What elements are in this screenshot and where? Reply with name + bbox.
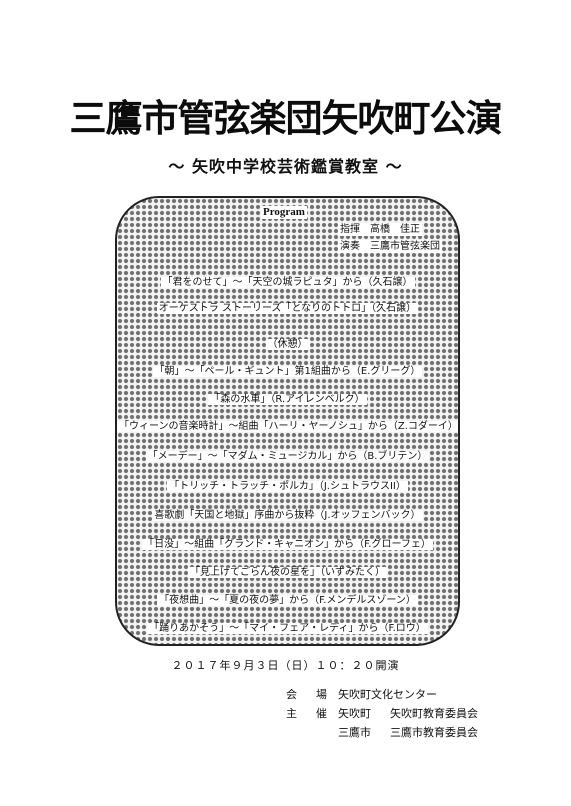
program-item: 「踊りあかそう」～「マイ・フェア・レディ」から（F.ロウ） bbox=[147, 623, 428, 634]
concert-datetime: ２０１７年９月３日（日）１０：２０開演 bbox=[171, 659, 400, 672]
info-label: 主 催 bbox=[286, 707, 331, 720]
info-value: 矢吹町文化センター bbox=[338, 688, 437, 701]
program-panel: Program 指揮 高橋 佳正 演奏 三鷹市管弦楽団 「君をのせて」～「天空の… bbox=[115, 196, 460, 646]
program-item: オーケストラ ストーリーズ「となりのトトロ」（久石譲） bbox=[156, 303, 419, 314]
intermission-label: （休憩） bbox=[265, 339, 310, 350]
performer-credit: 演奏 三鷹市管弦楽団 bbox=[338, 240, 442, 253]
info-value: 矢吹町教育委員会 bbox=[390, 707, 478, 720]
program-item: 「メーデー」～「マダム・ミュージカル」から（B.ブリテン） bbox=[145, 451, 430, 462]
venue-row: 会 場矢吹町文化センター bbox=[286, 688, 437, 702]
info-label: 会 場 bbox=[286, 688, 331, 701]
program-label: Program bbox=[261, 206, 307, 219]
info-value: 三鷹市教育委員会 bbox=[390, 726, 478, 739]
program-item: 「見上げてごらん夜の星を」（いずみたく） bbox=[188, 567, 387, 578]
concert-title: 三鷹市管弦楽団矢吹町公演 bbox=[69, 97, 503, 140]
program-item: 「日没」～組曲「グランド・キャニオン」から（F.グローフェ） bbox=[142, 539, 433, 550]
info-value: 矢吹町 bbox=[338, 707, 371, 720]
organizer-row: 主 催矢吹町 矢吹町教育委員会 bbox=[286, 707, 478, 721]
conductor-credit: 指揮 高橋 佳正 bbox=[338, 223, 422, 236]
program-item: 「森の水車」（R.アイレンベルク） bbox=[208, 394, 367, 405]
concert-subtitle: ～ 矢吹中学校芸術鑑賞教室 ～ bbox=[168, 157, 403, 176]
program-item: 「朝」～「ペール・ギュント」第1組曲から（E.グリーグ） bbox=[152, 366, 423, 377]
organizer-row-2: 三鷹市 三鷹市教育委員会 bbox=[286, 726, 478, 740]
program-item: 「ウィーンの音楽時計」～組曲「ハーリ・ヤーノシュ」から（Z.コダーイ） bbox=[117, 421, 458, 432]
program-item: 「トリッチ・トラッチ・ポルカ」（J.シュトラウスII） bbox=[167, 481, 408, 492]
program-item: 「夜想曲」～「夏の夜の夢」から（F.メンデルスゾーン） bbox=[157, 595, 418, 606]
info-value: 三鷹市 bbox=[338, 726, 371, 739]
program-item: 「君をのせて」～「天空の城ラピュタ」から（久石譲） bbox=[160, 277, 415, 288]
program-item: 喜歌劇「天国と地獄」序曲から抜粋（J.オッフェンバック） bbox=[152, 510, 423, 521]
